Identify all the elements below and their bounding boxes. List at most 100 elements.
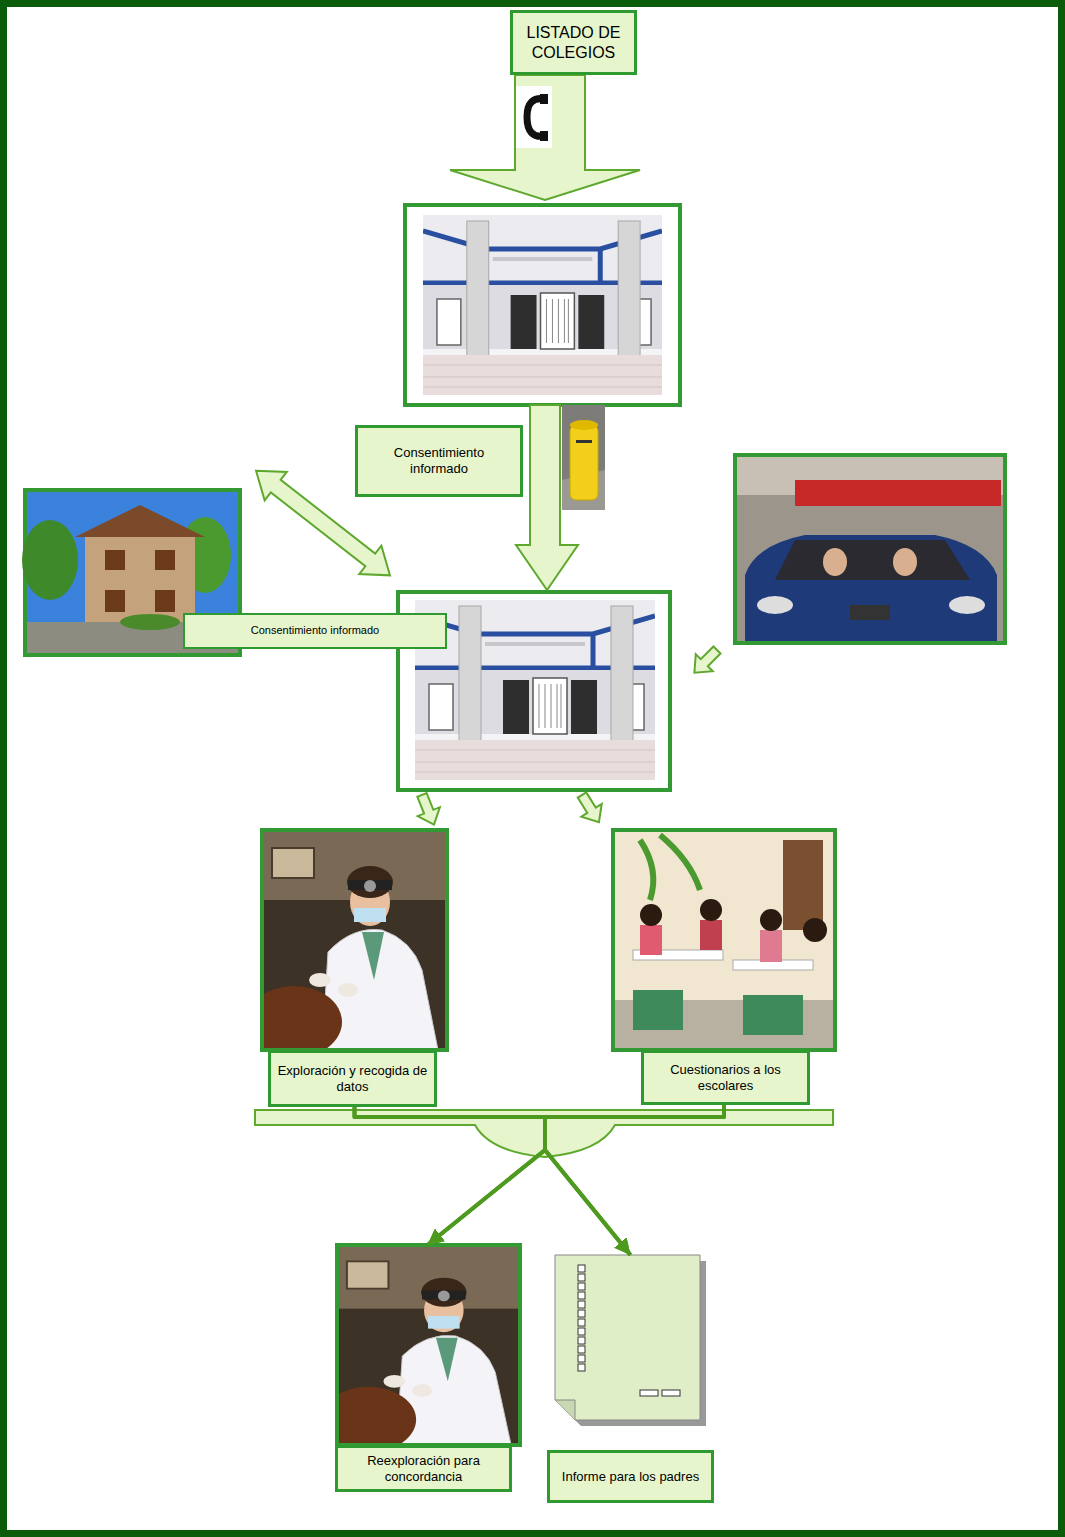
exam-photo: [262, 830, 447, 1050]
phone-icon: [516, 86, 552, 148]
classroom-photo: [613, 830, 835, 1050]
step-node: Reexploración para concordancia: [335, 1245, 520, 1492]
classroom-photo: [613, 830, 835, 1050]
house-photo: [155, 550, 175, 570]
caption-box: Exploración y recogida de datos: [268, 1050, 437, 1107]
text-wrap: Consentimiento informado: [358, 445, 520, 476]
flow-arrow: [411, 791, 445, 830]
car-photo: [735, 455, 1005, 643]
car-photo: [775, 540, 970, 580]
flow-arrow: [686, 642, 726, 682]
flow-arrow: [450, 75, 640, 200]
start-box: LISTADO DE COLEGIOS: [510, 10, 637, 75]
classroom-photo: [743, 995, 803, 1035]
reexam-photo: [321, 1245, 520, 1452]
outer-border: [4, 4, 1062, 1534]
text-wrap: Reexploración para concordancia: [338, 1453, 509, 1484]
node-label: Informe para los padres: [562, 1469, 699, 1485]
mailbox-photo: [562, 405, 605, 510]
photo-area: [547, 1255, 714, 1450]
exam-photo: [246, 830, 447, 1058]
label-box: Consentimiento informado: [355, 425, 523, 497]
car-photo: [949, 596, 985, 614]
report-document: [578, 1310, 585, 1317]
report-document: [640, 1390, 658, 1396]
photo-area: [335, 1245, 520, 1445]
classroom-photo: [633, 990, 683, 1030]
flow-arrow: [572, 789, 609, 829]
classroom-photo: [640, 904, 662, 926]
phone-icon: [540, 94, 548, 104]
phone-icon: [527, 99, 545, 137]
house-photo: [105, 550, 125, 570]
car-photo: [757, 596, 793, 614]
flow-arrow: [411, 791, 445, 830]
node-label: Consentimiento informado: [364, 445, 514, 476]
report-document: [578, 1346, 585, 1353]
classroom-photo: [783, 840, 823, 930]
report-document: [578, 1283, 585, 1290]
report-document: [555, 1255, 700, 1420]
report-document: [578, 1319, 585, 1326]
house-photo: [75, 505, 205, 537]
flow-arrow: [572, 789, 609, 829]
merge-connector: [355, 1107, 631, 1255]
caption-box: Cuestionarios a los escolares: [641, 1050, 810, 1105]
classroom-photo: [700, 920, 722, 950]
house-photo: [85, 532, 195, 632]
house-photo: [120, 614, 180, 630]
school-photo: [405, 205, 680, 405]
report-document: [578, 1364, 585, 1371]
report-document: [578, 1328, 585, 1335]
school-photo: [405, 205, 680, 405]
merge-connector: [545, 1105, 724, 1255]
classroom-photo: [760, 930, 782, 962]
step-node: Exploración y recogida de datos: [262, 830, 447, 1107]
text-wrap: Cuestionarios a los escolares: [644, 1062, 807, 1093]
phone-icon: [540, 131, 548, 141]
car-photo: [735, 455, 1005, 643]
merge-connector: [428, 1105, 725, 1245]
report-document: [578, 1274, 585, 1281]
report-document: [555, 1400, 575, 1420]
phone-icon: [516, 86, 552, 148]
classroom-photo: [613, 830, 835, 1050]
report-document: [578, 1355, 585, 1362]
caption-box: Reexploración para concordancia: [335, 1445, 512, 1492]
mailbox-photo: [570, 420, 598, 430]
mailbox-photo: [570, 425, 598, 500]
flow-arrow: [686, 642, 726, 682]
node-label: Exploración y recogida de datos: [275, 1063, 430, 1094]
school-photo: [423, 215, 662, 395]
car-photo: [850, 605, 890, 620]
exam-photo: [246, 830, 447, 1058]
classroom-photo: [640, 925, 662, 955]
report-document: [578, 1337, 585, 1344]
report-document: [578, 1301, 585, 1308]
house-photo: [22, 520, 78, 600]
photo-area: [613, 830, 835, 1050]
node-label: Cuestionarios a los escolares: [648, 1062, 803, 1093]
car-photo: [795, 480, 1001, 506]
report-document: [662, 1390, 680, 1396]
classroom-photo: [640, 835, 700, 900]
text-wrap: Exploración y recogida de datos: [271, 1063, 434, 1094]
car-photo: [823, 548, 847, 576]
photo-area: [262, 830, 447, 1050]
node-label: Reexploración para concordancia: [342, 1453, 505, 1484]
report-document: [555, 1255, 706, 1426]
mailbox-photo: [576, 440, 592, 443]
node-label: Consentimiento informado: [251, 624, 379, 637]
classroom-photo: [700, 899, 722, 921]
house-photo: [155, 590, 175, 612]
text-wrap: Consentimiento informado: [247, 624, 383, 637]
node-label: LISTADO DE COLEGIOS: [517, 23, 630, 61]
step-node: Cuestionarios a los escolares: [613, 830, 835, 1105]
car-photo: [745, 535, 997, 641]
reexam-photo: [337, 1245, 520, 1445]
house-photo: [105, 590, 125, 612]
